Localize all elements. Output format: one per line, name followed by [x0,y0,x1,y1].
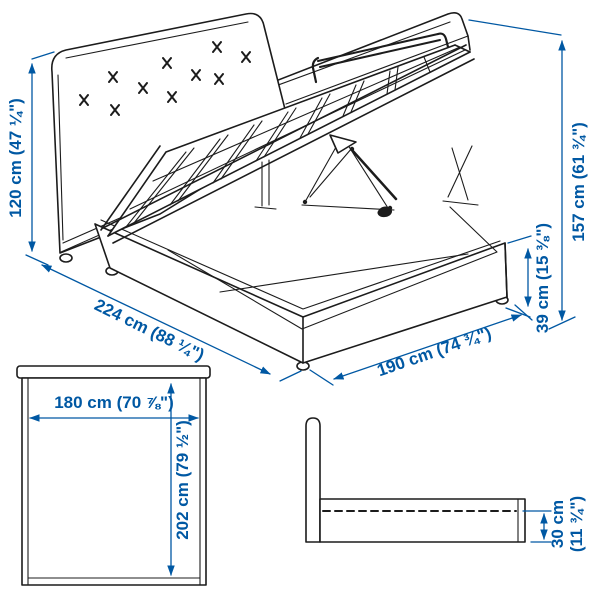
dimension-arrow [41,264,271,375]
scissor-struts [301,139,395,211]
support-post [254,159,277,210]
dimension-arrow [333,314,522,380]
side-view-headboard [305,417,321,543]
extension-tick [279,370,302,382]
top-view-frame [21,377,207,586]
side-view-base [319,498,526,543]
bed-foot [59,253,73,263]
handle-right-hook [436,32,451,53]
dimension-label: 202 cm (79 ½") [173,420,192,540]
box-corner-edges [302,242,508,364]
dimension-mattress-length: 202 cm (79 ½") [167,383,192,576]
slat-frame-edges [100,44,471,237]
slat-frame-fill [108,45,470,236]
extension-ticks [522,510,552,543]
extension-lines [468,19,576,330]
dimension-label-line1: 30 cm [548,500,567,548]
extension-ticks [25,51,55,266]
lift-mechanism [254,134,479,211]
extension-ticks [309,304,533,386]
dimension-label: 120 cm (47 ¼") [6,98,25,218]
slats [125,56,431,228]
gas-strut [350,148,398,201]
headboard-edge-lines [57,21,249,241]
dimension-headboard-height: 120 cm (47 ¼") [6,51,55,266]
joint [387,205,393,211]
tufting-stitches [79,41,251,116]
handle-bar [317,33,441,68]
hinge-plate [329,134,357,154]
slatted-base [100,44,475,244]
handle-left-hook [311,56,320,84]
lift-handle [311,32,451,84]
dimension-open-height: 157 cm (61 ¾") [468,19,588,330]
joint [349,146,355,152]
top-view-headboard [16,365,211,379]
dimension-label: 180 cm (70 ⅞") [54,393,174,412]
slat-frame-front-rail [102,44,475,244]
top-view: 180 cm (70 ⅞") 202 cm (79 ½") [16,365,211,586]
side-view: 30 cm (11 ¾") [305,417,586,552]
rear-scissor [442,145,479,206]
dimension-storage-height: 30 cm (11 ¾") [522,496,586,552]
dimension-label-line2: (11 ¾") [567,496,586,552]
joint [302,199,308,205]
dimension-label: 39 cm (15 ⅜") [533,223,552,333]
dimension-label: 157 cm (61 ¾") [569,122,588,242]
perspective-view: 120 cm (47 ¼") 157 cm (61 ¾") 39 cm (15 … [6,12,588,386]
dimension-box-height: 39 cm (15 ⅜") [505,223,552,333]
extension-ticks [505,235,532,318]
top-view-inner-edges [27,377,201,586]
headboard-outline [50,12,292,254]
sideboard-outline [195,12,471,113]
